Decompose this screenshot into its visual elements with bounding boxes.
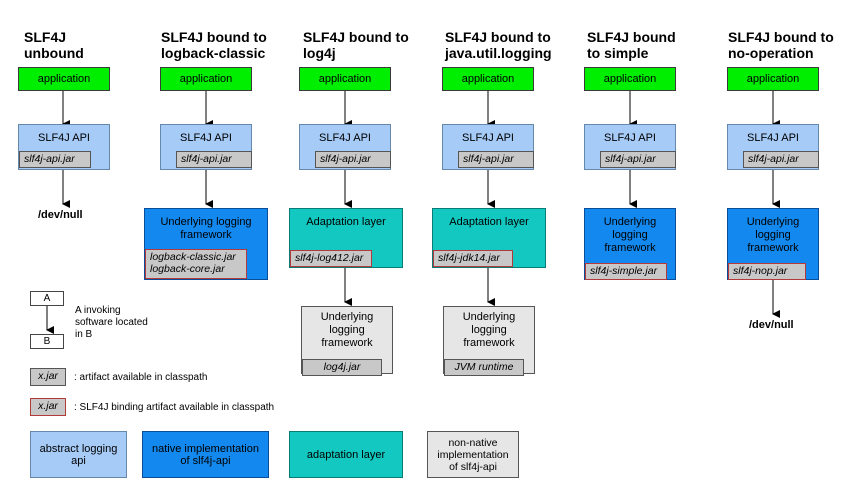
application-label: application [179, 73, 233, 85]
legend-binding-jar-sample: x.jar [30, 398, 66, 416]
slf4j-api-jar: slf4j-api.jar [600, 151, 676, 168]
application-label: application [461, 73, 515, 85]
legend-box-b: B [30, 334, 64, 349]
legend-binding-desc: : SLF4J binding artifact available in cl… [74, 402, 275, 413]
application-label: application [603, 73, 657, 85]
adaptation-layer-label: Adaptation layer [306, 216, 386, 228]
application-box: application [442, 67, 534, 91]
native-impl-box: Underlying logging framework slf4j-simpl… [584, 208, 676, 280]
title-line-1: SLF4J bound to [161, 29, 267, 45]
devnull-label: /dev/null [749, 319, 794, 331]
slf4j-api-box: SLF4J API slf4j-api.jar [160, 124, 252, 170]
application-label: application [318, 73, 372, 85]
application-box: application [727, 67, 819, 91]
slf4j-api-label: SLF4J API [180, 132, 232, 144]
title-line-1: SLF4J bound to [303, 29, 409, 45]
column-title-jul: SLF4J bound to java.util.logging [445, 29, 552, 61]
slf4j-api-jar: slf4j-api.jar [458, 151, 534, 168]
devnull-label: /dev/null [38, 209, 83, 221]
title-line-2: java.util.logging [445, 45, 552, 61]
slf4j-api-label: SLF4J API [38, 132, 90, 144]
slf4j-log412-jar: slf4j-log412.jar [290, 250, 372, 267]
application-box: application [160, 67, 252, 91]
title-line-2: no-operation [728, 45, 814, 61]
column-title-nop: SLF4J bound to no-operation [728, 29, 834, 61]
title-line-1: SLF4J bound [587, 29, 676, 45]
legend-a-label: A [43, 293, 51, 304]
slf4j-api-label: SLF4J API [462, 132, 514, 144]
slf4j-api-box: SLF4J API slf4j-api.jar [299, 124, 391, 170]
slf4j-api-label: SLF4J API [747, 132, 799, 144]
title-line-2: log4j [303, 45, 336, 61]
slf4j-api-box: SLF4J API slf4j-api.jar [584, 124, 676, 170]
column-title-log4j: SLF4J bound to log4j [303, 29, 409, 61]
underlying-framework-label: Underlying logging framework [603, 216, 657, 254]
application-box: application [299, 67, 391, 91]
slf4j-api-box: SLF4J API slf4j-api.jar [727, 124, 819, 170]
title-line-1: SLF4J bound to [728, 29, 834, 45]
slf4j-api-box: SLF4J API slf4j-api.jar [442, 124, 534, 170]
adaptation-layer-box: Adaptation layer slf4j-jdk14.jar [432, 208, 546, 268]
legend-adaptation-label: adaptation layer [306, 448, 386, 461]
legend-jar-sample: x.jar [30, 368, 66, 386]
column-title-logback: SLF4J bound to logback-classic [161, 29, 267, 61]
title-line-2: to simple [587, 45, 649, 61]
adaptation-layer-label: Adaptation layer [449, 216, 529, 228]
legend-b-label: B [43, 336, 51, 347]
title-line-2: unbound [24, 45, 84, 61]
legend-non-native-box: non-native implementation of slf4j-api [427, 431, 519, 478]
logback-classic-jar: logback-classic.jar [150, 251, 236, 263]
legend-abstract-api-box: abstract logging api [30, 431, 127, 478]
native-impl-box: Underlying logging framework logback-cla… [144, 208, 268, 280]
logback-jars: logback-classic.jar logback-core.jar [145, 249, 247, 279]
slf4j-nop-jar: slf4j-nop.jar [728, 263, 806, 280]
legend-adaptation-box: adaptation layer [289, 431, 403, 478]
legend-non-native-label: non-native implementation of slf4j-api [437, 436, 509, 473]
column-title-simple: SLF4J bound to simple [587, 29, 676, 61]
adaptation-layer-box: Adaptation layer slf4j-log412.jar [289, 208, 403, 268]
slf4j-api-label: SLF4J API [319, 132, 371, 144]
application-box: application [18, 67, 110, 91]
slf4j-simple-jar: slf4j-simple.jar [585, 263, 667, 280]
slf4j-api-label: SLF4J API [604, 132, 656, 144]
application-label: application [746, 73, 800, 85]
slf4j-api-jar: slf4j-api.jar [315, 151, 391, 168]
title-line-1: SLF4J bound to [445, 29, 551, 45]
legend-native-label: native implementation of slf4j-api [151, 442, 259, 467]
title-line-1: SLF4J [24, 29, 67, 45]
slf4j-api-jar: slf4j-api.jar [176, 151, 252, 168]
title-line-2: logback-classic [161, 45, 266, 61]
underlying-framework-label: Underlying logging framework [746, 216, 800, 254]
jvm-runtime-jar: JVM runtime [444, 359, 524, 376]
legend-jar-desc: : artifact available in classpath [74, 372, 208, 383]
underlying-framework-label: Underlying logging framework [462, 311, 516, 349]
underlying-framework-label: Underlying logging framework [160, 216, 252, 241]
slf4j-api-jar: slf4j-api.jar [743, 151, 819, 168]
column-title-unbound: SLF4J unbound [24, 29, 84, 61]
logback-core-jar: logback-core.jar [150, 263, 225, 275]
legend-native-impl-box: native implementation of slf4j-api [142, 431, 269, 478]
underlying-framework-label: Underlying logging framework [320, 311, 374, 349]
application-box: application [584, 67, 676, 91]
slf4j-api-jar: slf4j-api.jar [19, 151, 91, 168]
slf4j-api-box: SLF4J API slf4j-api.jar [18, 124, 110, 170]
non-native-impl-box: Underlying logging framework JVM runtime [443, 306, 535, 376]
native-impl-box: Underlying logging framework slf4j-nop.j… [727, 208, 819, 280]
non-native-impl-box: Underlying logging framework log4j.jar [301, 306, 393, 376]
legend-invoking-text: A invoking software located in B [75, 305, 148, 340]
slf4j-jdk14-jar: slf4j-jdk14.jar [433, 250, 513, 267]
legend-abstract-label: abstract logging api [39, 442, 118, 467]
application-label: application [37, 73, 91, 85]
log4j-jar: log4j.jar [302, 359, 382, 376]
legend-box-a: A [30, 291, 64, 306]
